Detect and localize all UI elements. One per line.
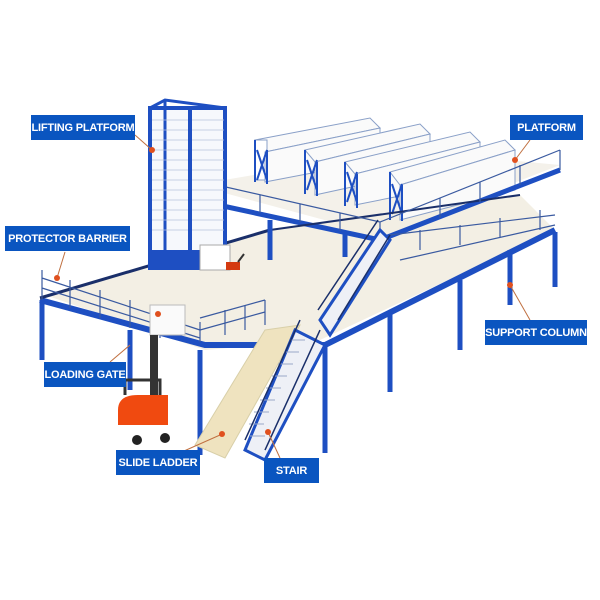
- storage-racks: [254, 117, 516, 221]
- label-loading-gate: LOADING GATE: [44, 362, 126, 387]
- loading-gate-box: [149, 304, 186, 336]
- support-columns: [39, 220, 558, 455]
- label-stair: STAIR: [264, 458, 319, 483]
- lifting-platform-tower: [148, 98, 227, 270]
- label-lifting-platform: LIFTING PLATFORM: [31, 115, 135, 140]
- label-support-column: SUPPORT COLUMN: [485, 320, 587, 345]
- pallet-cart: [199, 244, 245, 271]
- pointer-lines: [56, 134, 531, 459]
- label-platform: PLATFORM: [510, 115, 583, 140]
- forklift: [118, 335, 170, 445]
- protector-barrier-railing: [41, 149, 561, 342]
- label-protector-barrier: PROTECTOR BARRIER: [5, 226, 130, 251]
- stairs: [243, 219, 392, 463]
- slide-ladder: [194, 324, 301, 459]
- pointer-dots: [54, 147, 518, 437]
- rack-uprights: [254, 140, 403, 221]
- label-slide-ladder: SLIDE LADDER: [116, 450, 200, 475]
